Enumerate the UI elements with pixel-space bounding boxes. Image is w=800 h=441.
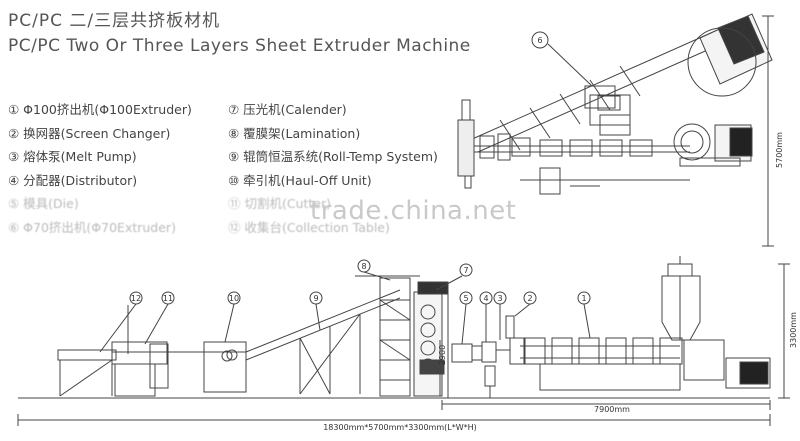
callout-7: 7: [463, 266, 468, 275]
legend-item-haul-off: ⑩ 牵引机(Haul-Off Unit): [228, 172, 372, 188]
callout-6: 6: [537, 36, 542, 45]
callout-8: 8: [361, 262, 366, 271]
title-chinese: PC/PC 二/三层共挤板材机: [8, 11, 221, 31]
watermark: trade.china.net: [310, 196, 517, 226]
dim-label-overall: 18300mm*5700mm*3300mm(L*W*H): [323, 423, 477, 432]
lamination-tower: [355, 275, 420, 397]
legend-left: ① Φ100挤出机(Φ100Extruder) ② 换网器(Screen Cha…: [8, 98, 192, 239]
callout-10: 10: [229, 294, 239, 303]
callout-12: 12: [131, 294, 141, 303]
top-view: [457, 13, 774, 247]
callout-11: 11: [163, 294, 173, 303]
die-front: [451, 315, 525, 398]
dim-label-5700: 5700mm: [775, 132, 784, 168]
callout-9: 9: [313, 294, 318, 303]
base-plate-top: [539, 167, 561, 195]
dim-label-3300: 3300mm: [789, 312, 798, 348]
legend-item-screen-changer: ② 换网器(Screen Changer): [8, 125, 171, 141]
haul-off: [195, 341, 247, 393]
main-extruder-front: [520, 337, 771, 391]
callout-3: 3: [497, 294, 502, 303]
dimension-3300: [778, 263, 790, 399]
legend-item-die: ⑤ 模具(Die): [8, 196, 79, 211]
legend-item-calender: ⑦ 压光机(Calender): [228, 102, 347, 117]
legend-item-lamination: ⑧ 覆膜架(Lamination): [228, 125, 361, 141]
dimension-5700: [762, 15, 774, 247]
collection-table: [57, 305, 129, 397]
main-extruder-top: [470, 94, 753, 167]
title-english: PC/PC Two Or Three Layers Sheet Extruder…: [8, 36, 471, 56]
calender: [413, 281, 449, 397]
dim-label-7900: 7900mm: [594, 405, 630, 414]
roll-temp-system: [245, 289, 401, 395]
callout-4: 4: [483, 294, 488, 303]
dimension-overall: [17, 414, 771, 426]
callout-circles: [129, 259, 591, 305]
callout-1: 1: [581, 294, 586, 303]
die-top: [457, 99, 531, 189]
dimension-7900: [441, 400, 771, 410]
roll-circle-top: [687, 27, 757, 97]
front-view: [17, 256, 790, 426]
legend-item-melt-pump: ③ 熔体泵(Melt Pump): [8, 149, 137, 164]
legend-item-extruder-70: ⑥ Φ70挤出机(Φ70Extruder): [8, 219, 176, 235]
legend-item-cutter: ⑪ 切割机(Cutter): [228, 196, 332, 211]
callout-5: 5: [463, 294, 468, 303]
callout-2: 2: [527, 294, 532, 303]
cutter: [111, 341, 200, 397]
legend-right: ⑦ 压光机(Calender) ⑧ 覆膜架(Lamination) ⑨ 辊筒恒温…: [228, 98, 438, 239]
dim-label-2900: 2900: [438, 345, 447, 365]
legend-item-collection-table: ⑫ 收集台(Collection Table): [228, 219, 390, 235]
legend-item-distributor: ④ 分配器(Distributor): [8, 172, 138, 188]
callout-6-circle: [531, 31, 549, 49]
legend-item-extruder-100: ① Φ100挤出机(Φ100Extruder): [8, 102, 192, 117]
callout-leaders: [99, 271, 591, 353]
inclined-extruder-top: [469, 13, 773, 153]
hopper: [661, 256, 701, 341]
legend-item-roll-temp: ⑨ 辊筒恒温系统(Roll-Temp System): [228, 149, 438, 164]
